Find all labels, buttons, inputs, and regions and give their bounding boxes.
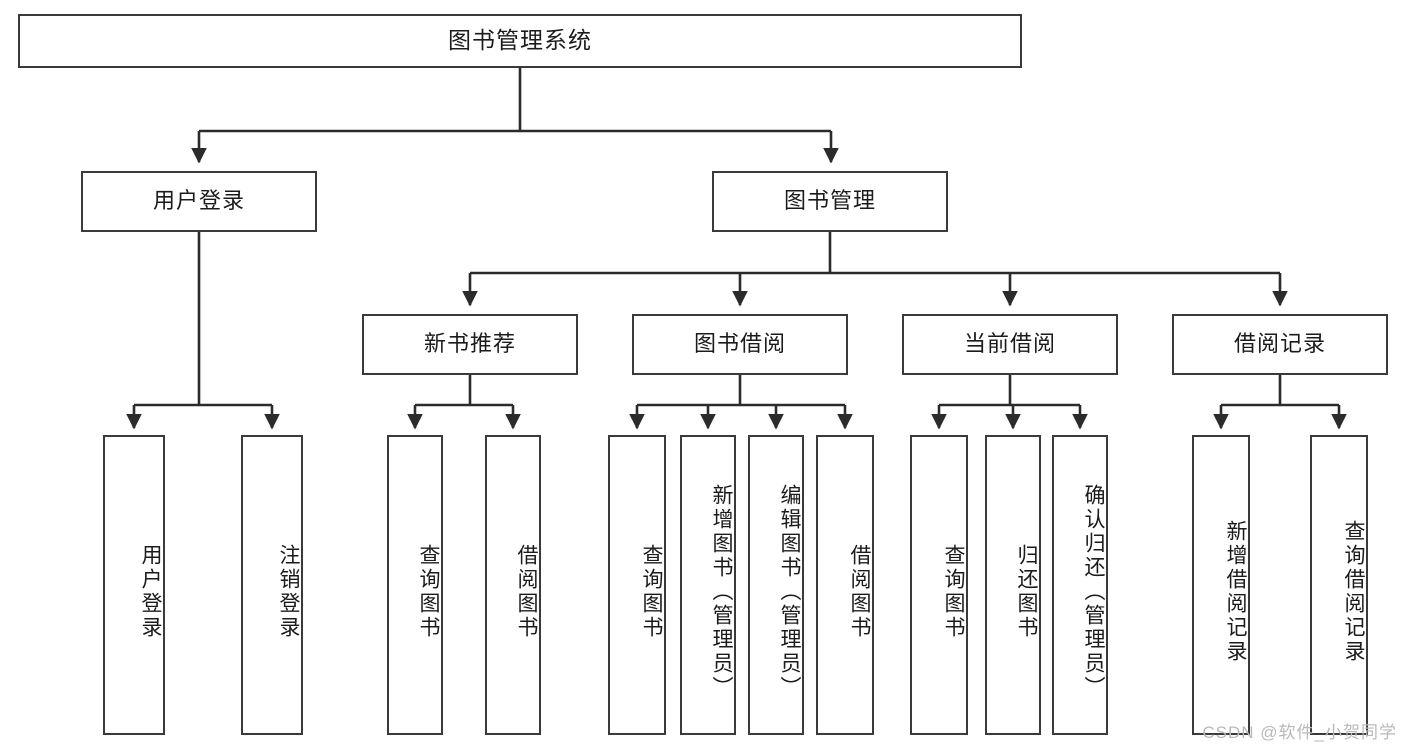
node-leaf-query-borrow-record[interactable]: 查询借阅记录: [1310, 435, 1368, 735]
node-new-book-recommend-label: 新书推荐: [423, 331, 516, 357]
node-leaf-query-borrow-record-label: 查询借阅记录: [1342, 520, 1365, 664]
node-leaf-add-borrow-record-label: 新增借阅记录: [1224, 520, 1247, 664]
node-leaf-add-book[interactable]: 新增图书（管理员）: [680, 435, 736, 735]
node-leaf-user-logout[interactable]: 注销登录: [241, 435, 303, 735]
node-leaf-add-borrow-record[interactable]: 新增借阅记录: [1192, 435, 1250, 735]
node-leaf-borrow-book[interactable]: 借阅图书: [816, 435, 874, 735]
node-new-book-recommend[interactable]: 新书推荐: [362, 314, 578, 375]
node-leaf-query-book[interactable]: 查询图书: [608, 435, 666, 735]
node-leaf-query-book-new[interactable]: 查询图书: [387, 435, 443, 735]
node-book-borrow-label: 图书借阅: [693, 331, 786, 357]
node-leaf-borrow-book-new[interactable]: 借阅图书: [485, 435, 541, 735]
node-book-management[interactable]: 图书管理: [712, 171, 948, 232]
node-leaf-confirm-return[interactable]: 确认归还（管理员）: [1052, 435, 1108, 735]
node-leaf-query-book-current[interactable]: 查询图书: [910, 435, 968, 735]
node-leaf-borrow-book-label: 借阅图书: [848, 544, 871, 640]
node-root[interactable]: 图书管理系统: [18, 14, 1022, 68]
node-borrow-records-label: 借阅记录: [1233, 331, 1326, 357]
node-leaf-query-book-label: 查询图书: [640, 544, 663, 640]
node-leaf-add-book-label: 新增图书（管理员）: [710, 484, 733, 700]
node-current-borrow[interactable]: 当前借阅: [902, 314, 1118, 375]
node-leaf-return-book-label: 归还图书: [1015, 544, 1038, 640]
node-root-label: 图书管理系统: [448, 27, 592, 54]
node-leaf-user-login[interactable]: 用户登录: [103, 435, 165, 735]
watermark-text: CSDN @软件_小贺同学: [1202, 723, 1397, 742]
node-leaf-user-logout-label: 注销登录: [277, 544, 300, 640]
node-book-management-label: 图书管理: [783, 188, 876, 214]
node-leaf-borrow-book-new-label: 借阅图书: [515, 544, 538, 640]
node-book-borrow[interactable]: 图书借阅: [632, 314, 848, 375]
node-leaf-query-book-current-label: 查询图书: [942, 544, 965, 640]
node-borrow-records[interactable]: 借阅记录: [1172, 314, 1388, 375]
node-current-borrow-label: 当前借阅: [963, 331, 1056, 357]
node-user-login-label: 用户登录: [152, 188, 245, 214]
node-leaf-edit-book-label: 编辑图书（管理员）: [778, 484, 801, 700]
node-user-login[interactable]: 用户登录: [81, 171, 317, 232]
node-leaf-edit-book[interactable]: 编辑图书（管理员）: [748, 435, 804, 735]
node-leaf-query-book-new-label: 查询图书: [417, 544, 440, 640]
node-leaf-user-login-label: 用户登录: [139, 544, 162, 640]
node-leaf-return-book[interactable]: 归还图书: [985, 435, 1041, 735]
node-leaf-confirm-return-label: 确认归还（管理员）: [1082, 484, 1105, 700]
